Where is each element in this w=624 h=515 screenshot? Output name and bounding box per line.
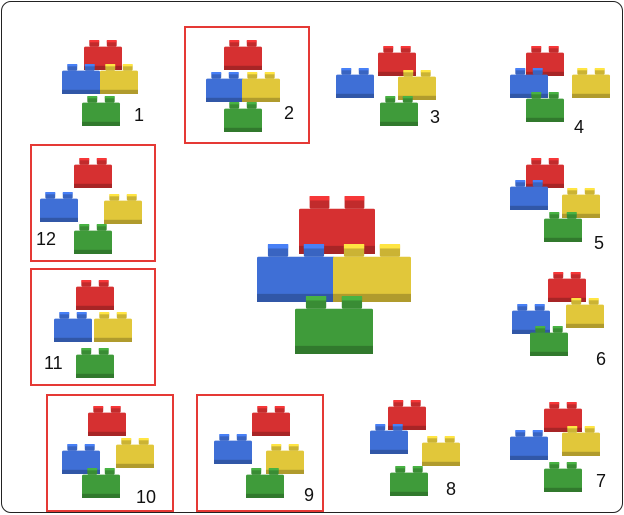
blue-brick (510, 430, 548, 460)
yellow-brick (104, 194, 142, 224)
option-bricks (370, 400, 460, 496)
option-number: 10 (136, 487, 157, 507)
blue-brick (370, 424, 408, 454)
blue-brick (214, 434, 252, 464)
blue-brick (54, 312, 92, 342)
green-brick (544, 212, 582, 242)
yellow-brick (94, 312, 132, 342)
yellow-brick (242, 72, 280, 102)
red-brick (548, 272, 586, 302)
center-red-brick (299, 196, 375, 254)
selection-highlight (46, 394, 174, 512)
blue-brick (510, 180, 548, 210)
red-brick (88, 406, 126, 436)
yellow-brick (566, 298, 604, 328)
blue-brick (62, 64, 100, 94)
blue-brick (40, 192, 78, 222)
option-number: 6 (596, 349, 607, 369)
selection-highlight (30, 268, 156, 386)
option-bricks (206, 40, 280, 132)
option-bricks (512, 272, 604, 356)
green-brick (544, 462, 582, 492)
option-number: 9 (304, 485, 315, 505)
green-brick (224, 102, 262, 132)
option-number: 1 (134, 105, 145, 125)
option-number: 12 (36, 229, 57, 249)
option-12[interactable]: 12 (30, 144, 160, 264)
option-number: 2 (284, 103, 295, 123)
option-4[interactable]: 4 (510, 46, 622, 166)
selection-highlight (184, 26, 310, 144)
green-brick (76, 348, 114, 378)
option-number: 7 (596, 471, 607, 491)
red-brick (252, 406, 290, 436)
green-brick (246, 468, 284, 498)
option-bricks (40, 158, 142, 254)
red-brick (526, 158, 564, 188)
option-bricks (510, 46, 610, 122)
blue-brick (206, 72, 244, 102)
blue-brick (336, 68, 374, 98)
green-brick (526, 92, 564, 122)
option-number: 8 (446, 479, 457, 499)
option-number: 4 (574, 117, 585, 137)
option-10[interactable]: 10 (46, 394, 176, 512)
green-brick (530, 326, 568, 356)
option-8[interactable]: 8 (370, 400, 500, 512)
yellow-brick (116, 438, 154, 468)
yellow-brick (398, 70, 436, 100)
option-bricks (62, 40, 138, 126)
yellow-brick (100, 64, 138, 94)
center-green-brick (295, 296, 373, 354)
option-11[interactable]: 11 (30, 268, 160, 388)
green-brick (82, 96, 120, 126)
option-bricks (336, 46, 436, 126)
yellow-brick (562, 426, 600, 456)
red-brick (224, 40, 262, 70)
red-brick (526, 46, 564, 76)
option-bricks (510, 402, 600, 492)
option-1[interactable]: 1 (62, 40, 192, 160)
selection-highlight (30, 144, 156, 262)
option-2[interactable]: 2 (184, 26, 314, 146)
option-3[interactable]: 3 (336, 46, 466, 166)
center-blue-brick (257, 244, 335, 302)
green-brick (74, 224, 112, 254)
option-7[interactable]: 7 (510, 402, 622, 512)
red-brick (76, 280, 114, 310)
center-yellow-brick (333, 244, 411, 302)
option-6[interactable]: 6 (512, 272, 622, 392)
yellow-brick (422, 436, 460, 466)
option-bricks (214, 406, 304, 498)
option-bricks (54, 280, 132, 378)
green-brick (390, 466, 428, 496)
selection-highlight (196, 394, 324, 512)
option-bricks (510, 158, 600, 242)
option-bricks (62, 406, 154, 498)
option-9[interactable]: 9 (196, 394, 326, 512)
green-brick (82, 468, 120, 498)
option-number: 3 (430, 107, 441, 127)
yellow-brick (572, 68, 610, 98)
red-brick (74, 158, 112, 188)
option-number: 5 (594, 233, 605, 253)
green-brick (380, 96, 418, 126)
option-number: 11 (44, 353, 63, 373)
option-5[interactable]: 5 (510, 158, 622, 278)
target-brick-figure (257, 196, 411, 354)
